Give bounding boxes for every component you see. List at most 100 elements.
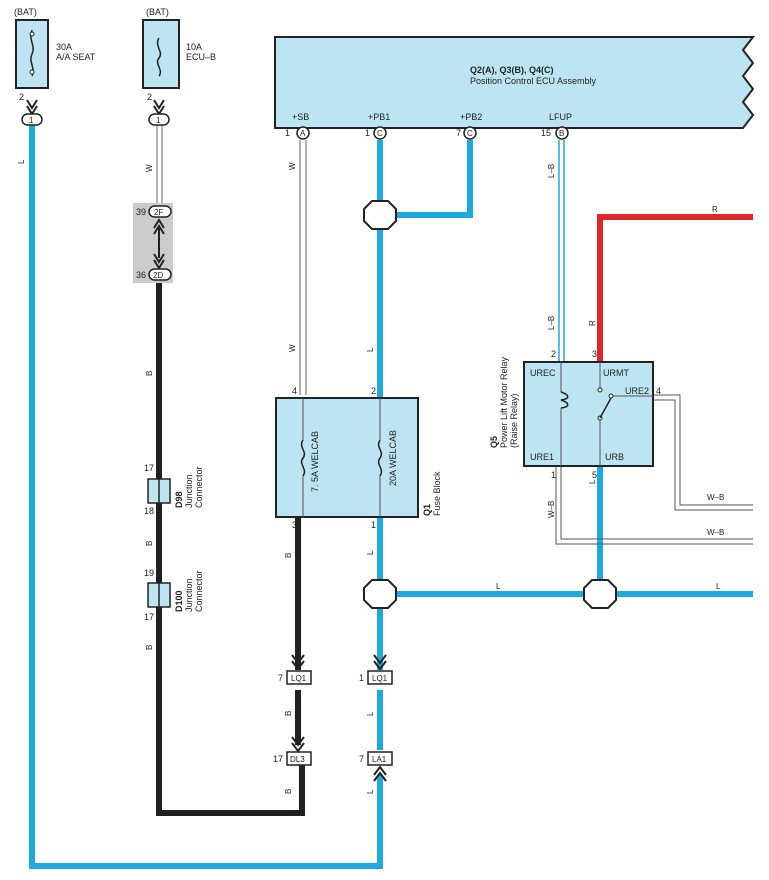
fuse2-box (142, 19, 180, 89)
svg-text:7: 7 (359, 754, 364, 764)
wire-label-lb-1: L–B (547, 164, 556, 178)
svg-text:1: 1 (29, 116, 34, 125)
wire-label-l-6: L (588, 479, 597, 484)
ecu-pin-pb1-conn (373, 126, 387, 140)
wire-label-l-3: L (366, 550, 375, 555)
wire-label-b-5: B (284, 711, 293, 716)
d100-name: Junction (184, 578, 194, 612)
d98-id: D98 (174, 491, 184, 508)
svg-text:A: A (300, 129, 306, 138)
wire-label-wb-2: W–B (707, 493, 724, 502)
fuse2-name: ECU–B (186, 52, 216, 62)
d98-name: Junction (184, 474, 194, 508)
junction-2d-pin: 36 (136, 270, 146, 280)
fb-pin-br: 1 (371, 520, 376, 530)
splice-top (363, 200, 397, 230)
splice-mid-right (583, 579, 617, 609)
wire-wb2-a (653, 394, 753, 506)
svg-text:1: 1 (359, 673, 364, 683)
d100-pin-bot: 17 (144, 612, 154, 622)
relay-ure1: URE1 (530, 452, 554, 462)
wire-label-l-5: L (366, 789, 375, 794)
wire-label-l-2: L (366, 347, 375, 352)
relay-urec: UREC (530, 368, 556, 378)
junction-2f (148, 205, 172, 218)
ecu-pin-sb-name: +SB (292, 112, 309, 122)
junction-2d (148, 268, 172, 281)
fb-pin-tl: 4 (292, 386, 297, 396)
fuse1-amp: 30A (56, 42, 72, 52)
ecu-pin-pb2-num: 7 (456, 128, 461, 138)
relay-pin-urec: 2 (551, 349, 556, 359)
fuse-block (275, 397, 419, 518)
wire-label-wb-3: W–B (707, 528, 724, 537)
d100-pin-top: 19 (144, 568, 154, 578)
relay-name2: (Raise Relay) (509, 393, 519, 448)
relay-urb: URB (605, 452, 624, 462)
relay-coil (560, 391, 569, 409)
fuse1-bat-label: (BAT) (14, 7, 37, 17)
svg-text:C: C (467, 129, 473, 138)
fuse1-name: A/A SEAT (56, 52, 96, 62)
svg-text:2F: 2F (154, 208, 163, 217)
wire-wb2-b (653, 399, 753, 511)
wire-label-wb-1: W–B (547, 501, 556, 518)
ecu-pin-sb-conn (296, 126, 310, 140)
wire-label-b-2: B (145, 541, 154, 546)
svg-text:7: 7 (278, 673, 283, 683)
fuse2-pin: 2 (147, 92, 152, 102)
relay-pin-urb: 5 (592, 470, 597, 480)
fb-pin-bl: 3 (292, 520, 297, 530)
d100-name2: Connector (194, 570, 204, 612)
ecu-title: Q2(A), Q3(B), Q4(C) (470, 65, 554, 75)
ecu-pin-lfup-name: LFUP (549, 112, 572, 122)
wire-l-fuse1 (29, 125, 383, 869)
relay-pin-ure1: 1 (551, 470, 556, 480)
svg-text:LQ1: LQ1 (291, 674, 307, 683)
wire-label-b-1: B (145, 371, 154, 376)
ecu-pin-sb-num: 1 (285, 128, 290, 138)
wire-label-w-1: W (145, 164, 154, 172)
relay-ure2: URE2 (625, 386, 649, 396)
junction-2f-pin: 39 (136, 207, 146, 217)
fuse2-connector: 1 (148, 99, 170, 126)
d100-id: D100 (174, 590, 184, 612)
d98-name2: Connector (194, 466, 204, 508)
wire-label-w-2: W (288, 162, 297, 170)
wire-label-lb-2: L–B (547, 316, 556, 330)
svg-text:LQ1: LQ1 (372, 674, 388, 683)
wire-label-r-2: R (712, 205, 718, 214)
wire-label-l-4: L (366, 711, 375, 716)
wire-label-b-6: B (284, 789, 293, 794)
connector-dl3: DL3 17 (273, 736, 312, 766)
fuse1-pin: 2 (19, 92, 24, 102)
connector-lq1-left: LQ1 7 (278, 654, 312, 685)
svg-text:LA1: LA1 (372, 755, 387, 764)
fuse-block-fuse1: 7. 5A WELCAB (310, 431, 320, 492)
wire-wb1-a (555, 466, 753, 545)
ecu-pin-pb1-num: 1 (365, 128, 370, 138)
relay-name: Power Lift Motor Relay (499, 356, 509, 448)
wire-label-l-1: L (17, 159, 26, 164)
connector-la1: LA1 7 (359, 751, 393, 782)
wire-label-b-3: B (145, 645, 154, 650)
fuse1-connector: 1 (21, 99, 43, 126)
svg-text:17: 17 (273, 754, 283, 764)
ecu-pin-pb1-name: +PB1 (368, 112, 390, 122)
relay-pin-urmt: 3 (592, 349, 597, 359)
fuse-block-id: Q1 (422, 504, 432, 516)
fuse2-bat-label: (BAT) (146, 7, 169, 17)
ecu-pin-lfup-conn (555, 126, 569, 140)
relay-pin-ure2: 4 (656, 386, 661, 396)
wire-label-r-1: R (588, 320, 597, 326)
wire-label-w-3: W (288, 344, 297, 352)
wire-label-l-8: L (716, 582, 721, 591)
d98-pin-bot: 18 (144, 506, 154, 516)
relay-urmt: URMT (603, 368, 629, 378)
wire-b-left (156, 283, 305, 816)
ecu-panel (274, 36, 756, 129)
wire-label-l-7: L (496, 582, 501, 591)
connector-lq1-right: LQ1 1 (359, 654, 393, 685)
svg-text:B: B (559, 129, 564, 138)
